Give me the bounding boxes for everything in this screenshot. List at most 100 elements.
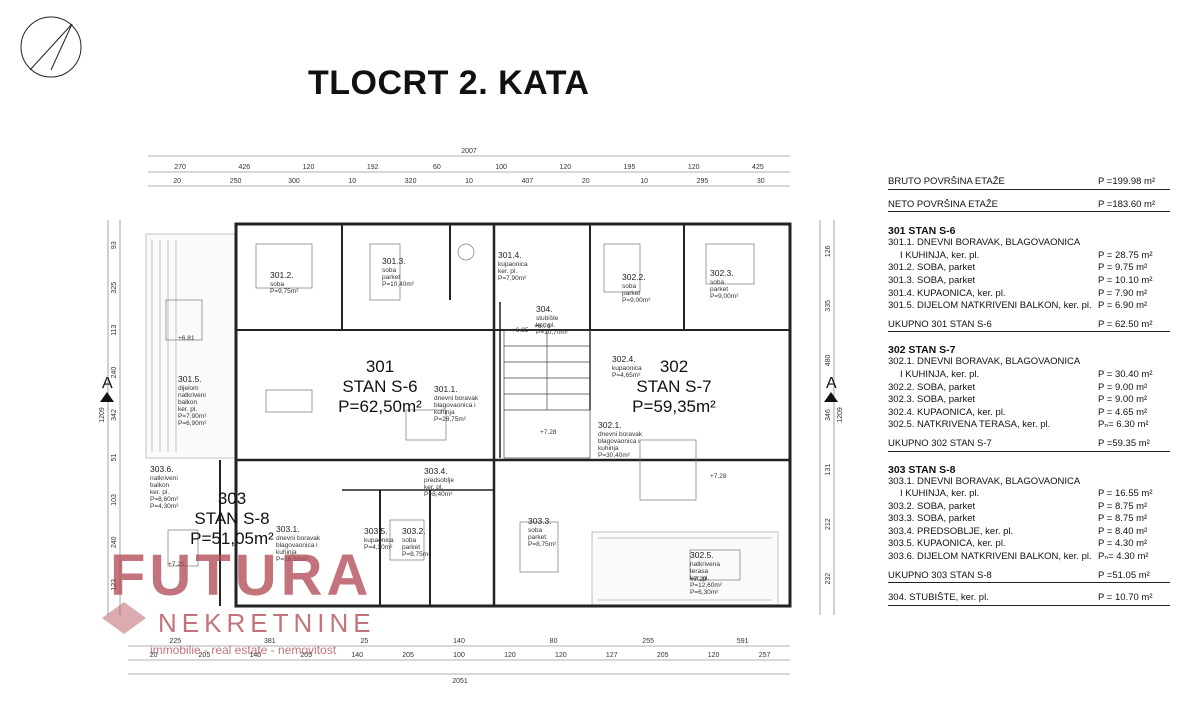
apartment-item: 303.4. PREDSOBLJE, ker. pl.P = 8.40 m²	[888, 525, 1148, 537]
apartment-item: 301.4. KUPAONICA, ker. pl.P = 7.90 m²	[888, 287, 1148, 299]
page-title: TLOCRT 2. KATA	[308, 64, 590, 102]
dimension-label: 335	[825, 300, 832, 312]
room-id: 303.6.	[150, 464, 174, 474]
dimension-label: 225	[169, 638, 181, 645]
room-detail: P=8,40m²	[424, 491, 453, 498]
room-detail: P=10,40m²	[382, 281, 415, 288]
dimension-label: 480	[825, 354, 832, 366]
room-detail: dnevni boravak	[276, 535, 321, 542]
room-detail: terasa	[690, 568, 708, 575]
dimension-label: 93	[111, 241, 118, 249]
dimension-label: 407	[522, 178, 534, 185]
room-detail: P=28,75m²	[434, 416, 467, 423]
level-marker: +7.28	[710, 473, 727, 480]
room-detail: balkon	[178, 399, 198, 406]
section-marker-left: A	[102, 375, 113, 392]
dimension-label: 140	[351, 652, 363, 659]
dimension-label: 60	[433, 164, 441, 171]
room-detail: P=9,00m²	[622, 297, 651, 304]
unit-area: P=62,50m²	[338, 397, 422, 416]
room-id: 302.1.	[598, 420, 622, 430]
watermark-tagline: immobilie - real estate - nemovitost	[150, 643, 337, 657]
room-id: 303.1.	[276, 524, 300, 534]
dimension-label: 103	[111, 494, 118, 506]
apartment-item: 301.1. DNEVNI BORAVAK, BLAGOVAONICA	[888, 237, 1081, 249]
dimension-total: 1209	[837, 407, 844, 423]
level-marker: +6.76	[534, 323, 551, 330]
dimension-label: 20	[582, 178, 590, 185]
room-detail: P=8,60m²	[150, 496, 179, 503]
room-detail: P=7,90m²	[498, 275, 527, 282]
dimension-label: 120	[504, 652, 516, 659]
room-id: 304.	[536, 304, 553, 314]
level-marker: +7.20	[168, 561, 185, 568]
room-detail: stubište	[536, 315, 559, 322]
dimension-label: 325	[111, 282, 118, 294]
room-id: 301.2.	[270, 270, 294, 280]
apartment-item: 303.5. KUPAONICA, ker. pl.P = 4.30 m²	[888, 538, 1148, 550]
room-detail: natkriveni	[150, 475, 178, 482]
room-detail: blagovaonica i	[276, 542, 318, 549]
room-id: 301.5.	[178, 374, 202, 384]
room-detail: dijelom	[178, 385, 199, 392]
room-detail: parket	[402, 544, 420, 551]
dimension-label: 20	[150, 652, 158, 659]
dimension-label: 381	[264, 638, 276, 645]
room-detail: ker. pl.	[498, 268, 517, 275]
stair-row: 304. STUBIŠTE, ker. pl. P = 10.70 m²	[888, 592, 1170, 606]
room-id: 301.3.	[382, 256, 406, 266]
dimension-label: 20	[173, 178, 181, 185]
room-id: 302.3.	[710, 268, 734, 278]
dimension-lines	[107, 155, 835, 675]
room-id: 301.1.	[434, 384, 458, 394]
room-detail: ker. pl.	[178, 406, 197, 413]
logo-mark-icon	[102, 602, 146, 634]
dimension-label: 131	[825, 464, 832, 476]
room-detail: soba	[622, 283, 636, 290]
room-detail: P=16,55m²	[276, 556, 309, 563]
room-id: 303.2.	[402, 526, 426, 536]
dimension-label: 140	[249, 652, 261, 659]
unit-code: 302	[660, 357, 688, 376]
dimension-label: 80	[550, 638, 558, 645]
neto-row: NETO POVRŠINA ETAŽE P =183.60 m²	[888, 199, 1170, 213]
dimension-label: 205	[657, 652, 669, 659]
room-detail: kuhinja	[276, 549, 297, 556]
dimension-total: 2051	[452, 678, 468, 685]
watermark: FUTURA NEKRETNINE immobilie - real estat…	[102, 543, 371, 657]
dimension-label: 10	[348, 178, 356, 185]
room-detail: natkriveni	[178, 392, 206, 399]
section-markers	[100, 392, 838, 402]
room-detail: dnevni boravak	[598, 431, 643, 438]
dimension-label: 300	[288, 178, 300, 185]
dimension-label: 426	[238, 164, 250, 171]
apartment-item: 303.6. DIJELOM NATKRIVENI BALKON, ker. p…	[888, 551, 1149, 563]
dimension-label: 212	[825, 518, 832, 530]
apartment-header: 301 STAN S-6	[888, 225, 956, 238]
dimension-label: 100	[453, 652, 465, 659]
room-detail: P=6,30m²	[690, 589, 719, 596]
room-id: 301.4.	[498, 250, 522, 260]
room-detail: kupaonica	[612, 365, 642, 372]
room-detail: P=9,75m²	[270, 288, 299, 295]
dimension-label: 195	[624, 164, 636, 171]
apartment-item: 302.4. KUPAONICA, ker. pl.P = 4.65 m²	[888, 406, 1148, 418]
dimension-label: 100	[495, 164, 507, 171]
section-marker-right: A	[826, 375, 837, 392]
room-id: 303.3.	[528, 516, 552, 526]
room-detail: blagovaonica i	[598, 438, 640, 445]
dimension-label: 255	[642, 638, 654, 645]
room-id: 303.4.	[424, 466, 448, 476]
room-detail: P=4,30m²	[150, 503, 179, 510]
apartment-item: 302.1. DNEVNI BORAVAK, BLAGOVAONICA	[888, 356, 1081, 368]
room-id: 302.4.	[612, 354, 636, 364]
dimension-label: 295	[697, 178, 709, 185]
